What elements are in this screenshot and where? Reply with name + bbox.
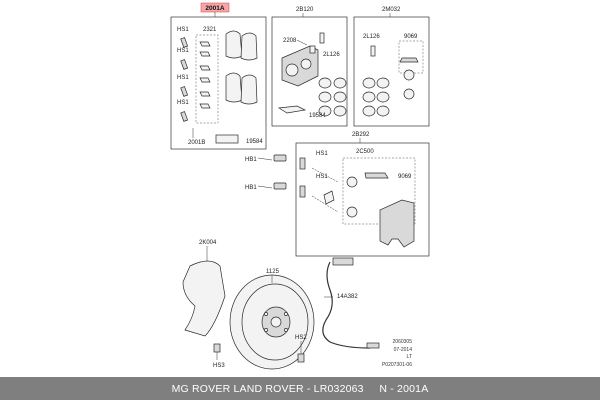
callout-19584-b: 19584 xyxy=(309,113,326,119)
callout-2K004: 2K004 xyxy=(199,240,217,246)
callout-2001A[interactable]: 2001A xyxy=(205,5,224,12)
hb1-bolts xyxy=(257,154,287,190)
meta-line-3: LT xyxy=(407,354,412,360)
callout-hs1-b: HS1 xyxy=(177,48,189,54)
meta-line-1: 2060305 xyxy=(393,339,413,345)
brake-disc xyxy=(229,274,315,370)
callout-hs1-d: HS1 xyxy=(177,100,189,106)
wear-indicator xyxy=(215,134,239,144)
dust-shield xyxy=(182,260,226,337)
footer-gap xyxy=(364,383,380,395)
footer-part-number: MG ROVER LAND ROVER - LR032063 xyxy=(171,382,364,395)
pin-kit-frame xyxy=(342,157,416,225)
caliper-box xyxy=(271,16,348,127)
callout-19584-a: 19584 xyxy=(246,139,263,145)
piston-seals xyxy=(318,77,347,117)
sensor-probe xyxy=(366,342,380,349)
clips-set xyxy=(199,41,211,109)
callout-hs2: HS2 xyxy=(295,335,307,341)
meta-line-4: P0207301-06 xyxy=(382,362,412,368)
carrier-box xyxy=(295,142,430,257)
clip-group-frame xyxy=(195,34,219,124)
guide-bolts-set xyxy=(180,37,189,122)
meta-line-2: 07-2014 xyxy=(394,347,413,353)
callout-2C500: 2C500 xyxy=(356,149,374,155)
callout-hs3: HS3 xyxy=(213,363,225,369)
sensor-connector xyxy=(332,257,354,266)
callout-2B292: 2B292 xyxy=(352,132,370,138)
callout-2L126-b: 2L126 xyxy=(363,34,380,40)
brake-pads xyxy=(225,30,258,105)
callout-2321: 2321 xyxy=(203,27,217,33)
seal-kit-box xyxy=(353,16,430,127)
callout-2M032: 2M032 xyxy=(382,7,401,13)
caliper-body xyxy=(281,32,325,87)
seal-parts xyxy=(362,45,419,117)
callout-hs1-c: HS1 xyxy=(177,75,189,81)
callout-9069-a: 9069 xyxy=(404,34,418,40)
boot-group-frame xyxy=(398,40,424,74)
callout-hb1-b: HB1 xyxy=(245,185,257,191)
wear-sensor-harness xyxy=(322,261,371,349)
pad-shim xyxy=(277,105,307,114)
callout-2L126-a: 2L126 xyxy=(323,52,340,58)
callout-9069-b: 9069 xyxy=(398,174,412,180)
footer-ref: N - 2001A xyxy=(379,382,429,395)
callout-2001B: 2001B xyxy=(188,140,205,146)
footer-bar: MG ROVER LAND ROVER - LR032063 N - 2001A xyxy=(0,377,600,400)
caliper-carrier xyxy=(379,199,415,248)
callout-hs1-e: HS1 xyxy=(316,151,328,157)
callout-2208: 2208 xyxy=(283,38,297,44)
callout-2B120: 2B120 xyxy=(296,7,314,13)
hs3-screw xyxy=(213,343,221,353)
hs2-screw xyxy=(297,353,305,363)
callout-1125: 1125 xyxy=(266,269,280,275)
callout-hs1-a: HS1 xyxy=(177,27,189,33)
callout-14A382: 14A382 xyxy=(337,294,358,300)
pad-kit-box xyxy=(170,16,267,150)
callout-hs1-f: HS1 xyxy=(316,174,328,180)
callout-hb1-a: HB1 xyxy=(245,157,257,163)
guide-pins xyxy=(299,157,389,218)
